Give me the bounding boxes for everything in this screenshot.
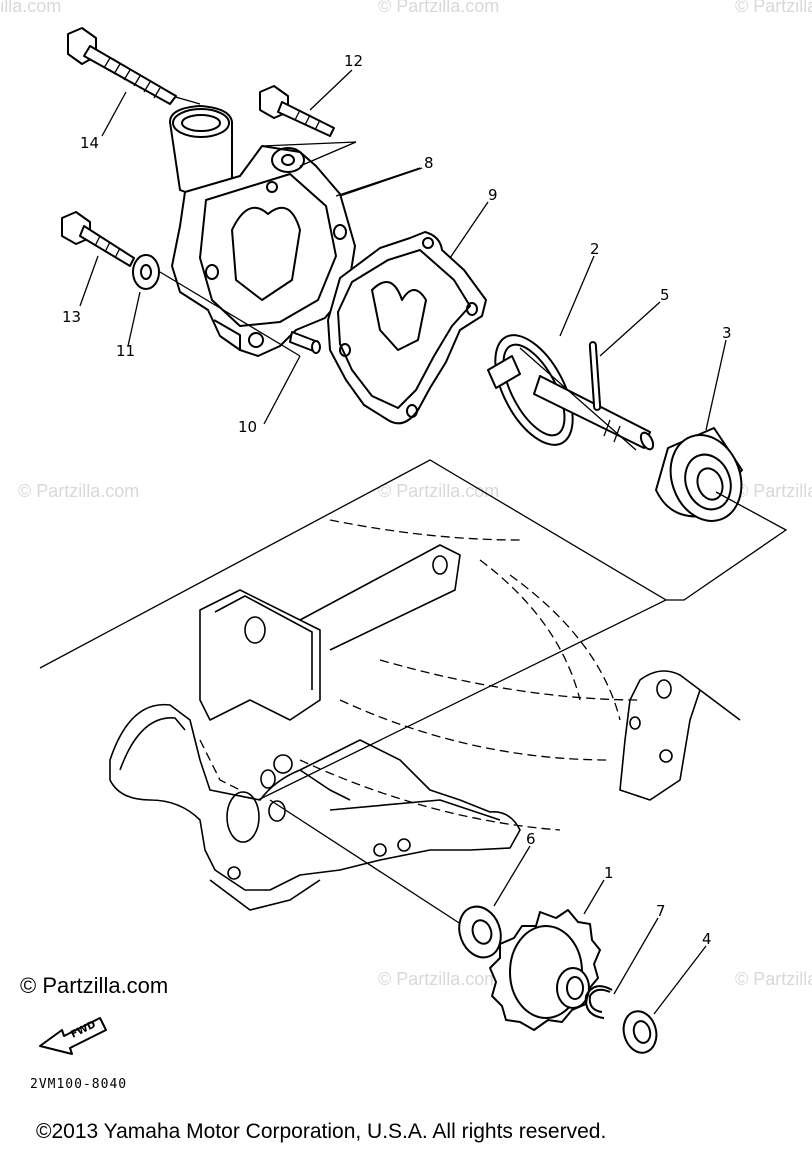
callout-12: 12	[344, 52, 363, 70]
watermark: © Partzilla.com	[378, 969, 499, 989]
part-bolt-14	[67, 27, 177, 105]
callout-8: 8	[424, 154, 434, 172]
part-pin-5	[588, 341, 602, 411]
watermark: © Partzilla.com	[378, 0, 499, 16]
part-bolt-12	[259, 85, 335, 137]
callout-numbers: 1 2 3 4 5 6 7 8 9 10 11 12 13 14	[62, 52, 732, 948]
part-circlip-7	[584, 985, 613, 1019]
water-pump-housing-illustration	[159, 95, 357, 357]
callout-5: 5	[660, 286, 670, 304]
watermark: © Partzilla.com	[735, 0, 812, 16]
diagram-code: 2VM100-8040	[30, 1077, 127, 1092]
callout-1: 1	[604, 864, 614, 882]
callout-2: 2	[590, 240, 600, 258]
callout-3: 3	[722, 324, 732, 342]
fwd-arrow-icon: FWD	[39, 1017, 107, 1055]
part-washer-4	[622, 1010, 658, 1054]
callout-11: 11	[116, 342, 135, 360]
part-washer-6	[458, 905, 502, 959]
watermark: © Partzilla.com	[18, 481, 139, 501]
watermark: © Partzilla.com	[735, 969, 812, 989]
part-dowel-10	[289, 331, 321, 354]
callout-4: 4	[702, 930, 712, 948]
copyright-notice: ©2013 Yamaha Motor Corporation, U.S.A. A…	[36, 1120, 606, 1143]
watermark: © Partzilla.com	[735, 481, 812, 501]
part-bearing-3	[655, 427, 788, 601]
part-gasket-9	[327, 231, 487, 425]
watermarks: © Partzilla.com © Partzilla.com © Partzi…	[0, 0, 812, 989]
callout-9: 9	[488, 186, 498, 204]
part-washer-11	[132, 254, 160, 290]
leader-8	[335, 167, 421, 197]
callout-6: 6	[526, 830, 536, 848]
partzilla-brand: © Partzilla.com	[20, 973, 168, 998]
callout-13: 13	[62, 308, 81, 326]
part-impeller-shaft-2	[487, 334, 655, 451]
callout-7: 7	[656, 902, 666, 920]
watermark: © Partzilla.com	[0, 0, 61, 16]
part-bolt-13	[61, 211, 135, 267]
crankcase-illustration	[39, 459, 741, 931]
callout-14: 14	[80, 134, 99, 152]
callout-10: 10	[238, 418, 257, 436]
watermark: © Partzilla.com	[378, 481, 499, 501]
callout-leaders	[79, 69, 727, 1015]
part-gear-1	[489, 909, 601, 1031]
